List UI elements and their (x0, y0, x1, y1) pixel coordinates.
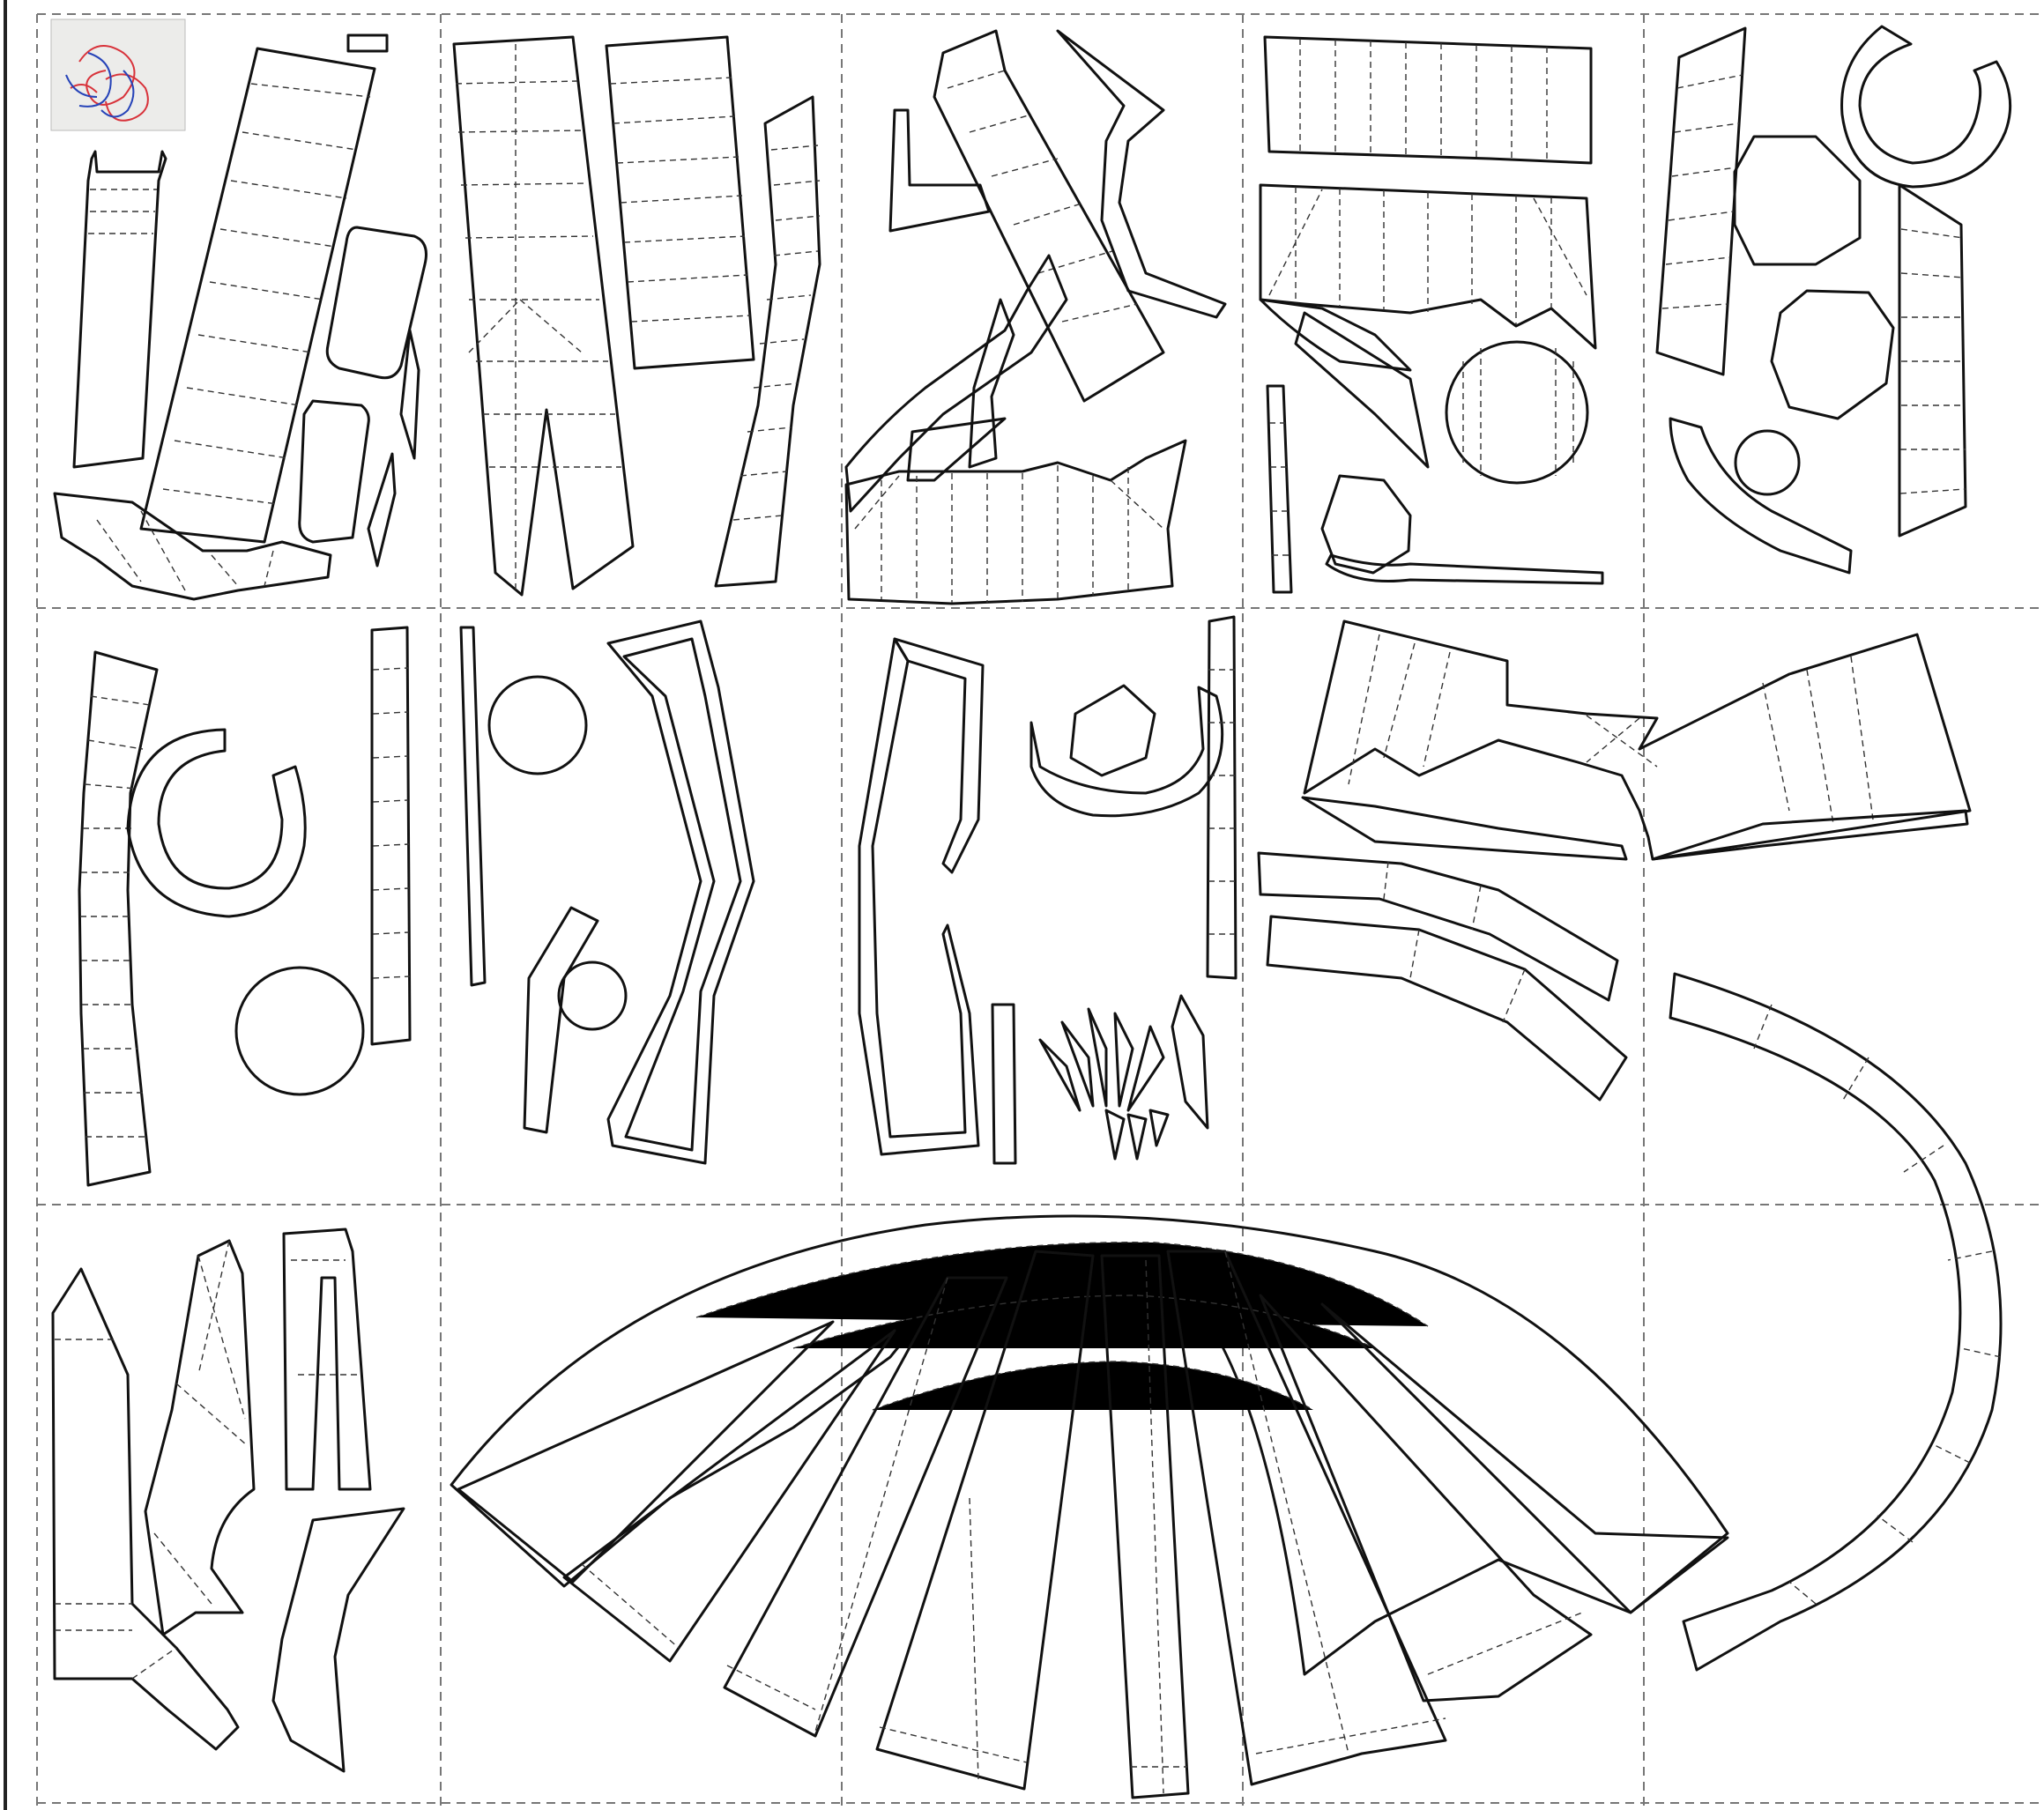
row3-arc-band (1669, 972, 2003, 1672)
row1-col1-pieces (53, 47, 427, 601)
model-preview-thumbnail-icon (50, 19, 186, 131)
row1-col5-pieces (1655, 25, 2012, 575)
row2-col4-5-pieces (1257, 619, 1972, 1102)
page-grid (36, 13, 2044, 1810)
row2-col2-pieces (459, 619, 755, 1165)
registration-mark (346, 33, 389, 53)
row2-col3-pieces (858, 615, 1238, 1165)
row2-col1-pieces (78, 626, 412, 1187)
row1-col4-pieces (1259, 35, 1604, 594)
row3-fan-pieces (450, 1214, 1729, 1799)
row3-col1-pieces (51, 1228, 405, 1773)
row1-col2-pieces (452, 35, 821, 597)
row1-col3-pieces (844, 29, 1227, 605)
